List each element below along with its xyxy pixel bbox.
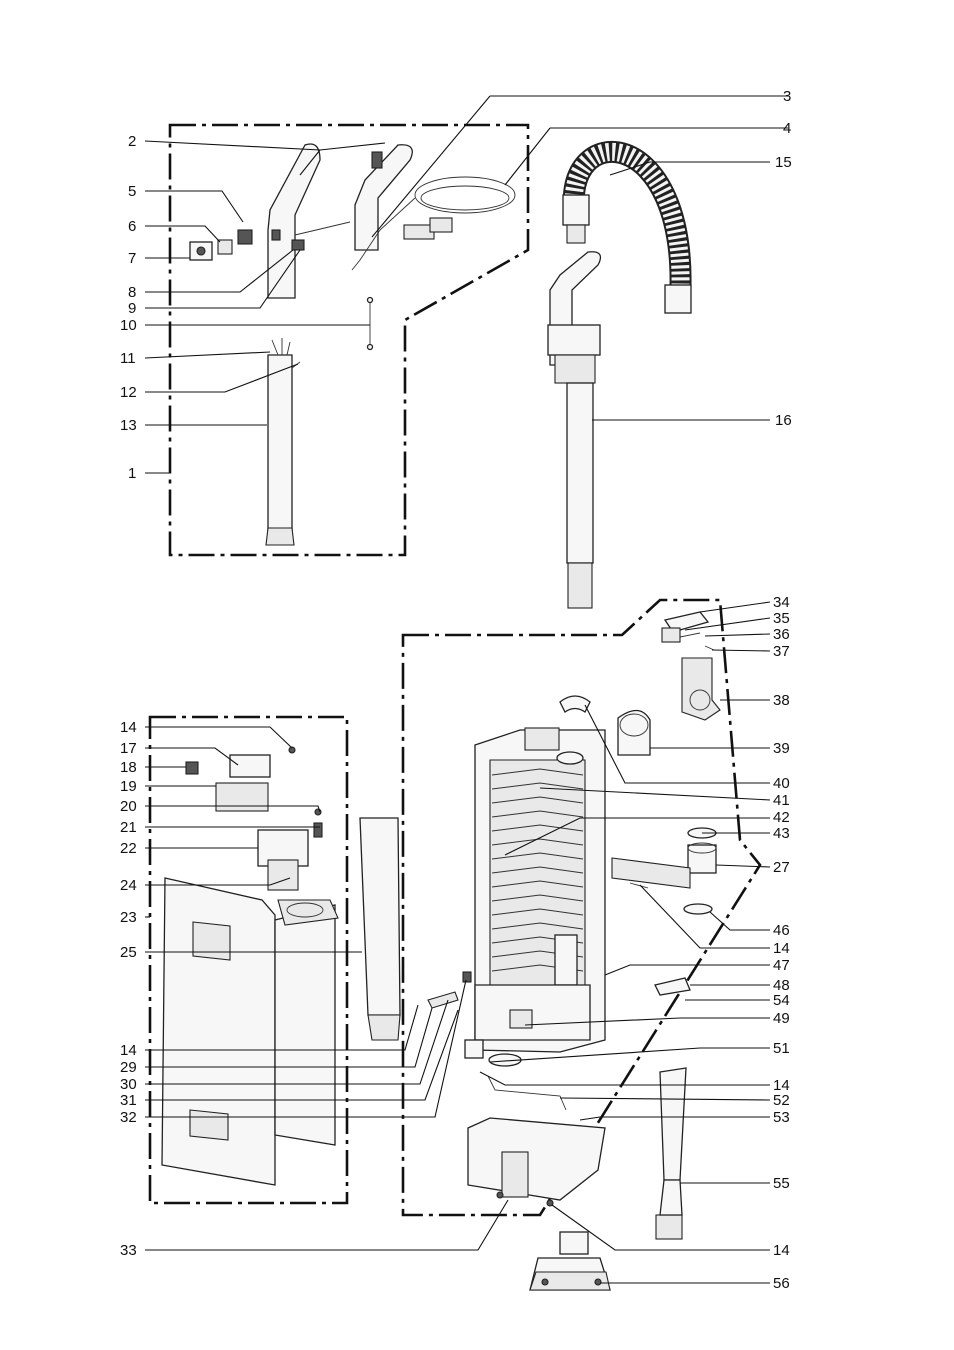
leader-lines [144,95,788,1284]
callout-36: 36 [773,626,790,643]
housing-rib [491,782,584,790]
housing-rib [491,838,584,846]
callout-40: 40 [773,775,790,792]
main-body-housing-part [474,727,606,1053]
callout-8: 8 [128,284,136,301]
housing-rib [491,880,584,888]
housing-rib [491,768,584,776]
callout-56: 56 [773,1275,790,1292]
callout-23: 23 [120,909,137,926]
callout-43: 43 [773,825,790,842]
wiring-link-part [366,296,374,351]
callout-14-c: 14 [773,940,790,957]
bag-door-latch-parts [185,746,323,891]
switch-parts [189,229,305,261]
callout-53: 53 [773,1109,790,1126]
handle-grip-part [267,143,413,299]
callout-6: 6 [128,218,136,235]
callout-labels: 1 2 3 4 5 6 7 8 9 10 11 12 13 15 16 14 1… [120,88,792,1292]
housing-rib [491,922,584,930]
callout-42: 42 [773,809,790,826]
callout-18: 18 [120,759,137,776]
front-cover-part [161,877,339,1186]
callout-14-b: 14 [120,1042,137,1059]
callout-16: 16 [775,412,792,429]
flex-hose-part [562,140,692,314]
callout-3: 3 [783,88,791,105]
callout-11: 11 [120,350,136,367]
callout-2: 2 [128,133,136,150]
callout-5: 5 [128,183,136,200]
lower-handle-tube-part [265,338,301,546]
wand-tube-part [547,251,602,609]
crevice-tool-part [655,1067,687,1240]
base-and-bracket-parts [427,971,606,1207]
housing-rib [491,866,584,874]
callout-19: 19 [120,778,137,795]
callout-27: 27 [773,859,790,876]
callout-9: 9 [128,300,136,317]
callout-20: 20 [120,798,137,815]
callout-52: 52 [773,1092,790,1109]
power-cord-part [294,176,516,271]
callout-51: 51 [773,1040,790,1057]
upholstery-tool-part [529,1231,611,1291]
callout-54: 54 [773,992,790,1009]
callout-4: 4 [783,120,791,137]
callout-39: 39 [773,740,790,757]
callout-17: 17 [120,740,137,757]
callout-48: 48 [773,977,790,994]
callout-32: 32 [120,1109,137,1126]
callout-13: 13 [120,417,137,434]
housing-rib [491,810,584,818]
callout-46: 46 [773,922,790,939]
housing-rib [491,852,584,860]
callout-10: 10 [120,317,137,334]
housing-rib [491,824,584,832]
callout-55: 55 [773,1175,790,1192]
callout-12: 12 [120,384,137,401]
callout-7: 7 [128,250,136,267]
dust-bag-part [359,817,401,1041]
callout-30: 30 [120,1076,137,1093]
callout-31: 31 [120,1092,137,1109]
callout-41: 41 [773,792,790,809]
callout-47: 47 [773,957,790,974]
callout-25: 25 [120,944,137,961]
callout-22: 22 [120,840,137,857]
callout-29: 29 [120,1059,137,1076]
housing-rib [491,796,584,804]
front-cover-assembly-boundary [148,715,349,1205]
callout-49: 49 [773,1010,790,1027]
callout-33: 33 [120,1242,137,1259]
callout-37: 37 [773,643,790,660]
callout-14-e: 14 [773,1242,790,1259]
callout-14-d: 14 [773,1077,790,1094]
callout-1: 1 [128,465,136,482]
housing-rib [491,894,584,902]
callout-38: 38 [773,692,790,709]
callout-21: 21 [120,819,137,836]
callout-34: 34 [773,594,790,611]
housing-rib [491,908,584,916]
callout-14-a: 14 [120,719,137,736]
callout-35: 35 [773,610,790,627]
filter-and-fan-parts [559,611,721,996]
body-assembly-boundary [401,598,762,1217]
callout-15: 15 [775,154,792,171]
callout-24: 24 [120,877,137,894]
handle-assembly-boundary [168,123,530,557]
